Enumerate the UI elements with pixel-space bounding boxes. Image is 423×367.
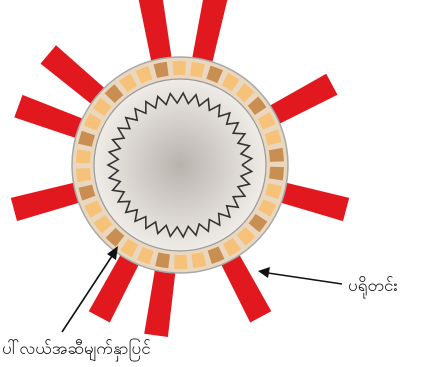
membrane-label: ပါ်လယ်အဆီမျက်နှာပြင် (2, 337, 151, 362)
membrane-tile (269, 148, 284, 162)
membrane-tile (173, 61, 187, 75)
virus-core (94, 79, 266, 251)
protein-label: ပရိုတင်း (348, 276, 398, 299)
protein-arrow (258, 267, 342, 284)
membrane-tile (76, 150, 91, 164)
membrane-tile (76, 168, 91, 182)
membrane-tile (269, 167, 284, 181)
membrane-tile (174, 255, 188, 269)
